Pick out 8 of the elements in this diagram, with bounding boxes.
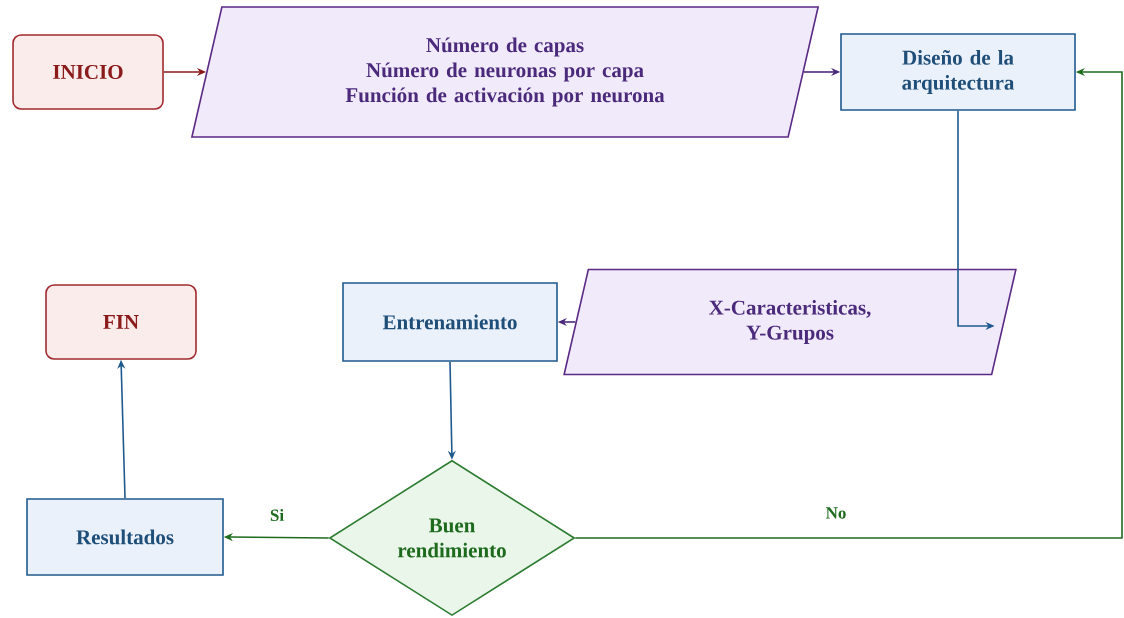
edge-label: No <box>825 507 846 519</box>
terminal-box: INICIO <box>12 34 164 110</box>
edge-label: Si <box>270 509 284 521</box>
process-box: Resultados <box>26 498 224 576</box>
process-box: Diseño de la arquitectura <box>840 33 1076 111</box>
terminal-box: FIN <box>45 284 197 360</box>
process-box: Entrenamiento <box>342 282 558 362</box>
input-parallelogram: X-Caracteristicas, Y-Grupos <box>563 268 1017 376</box>
